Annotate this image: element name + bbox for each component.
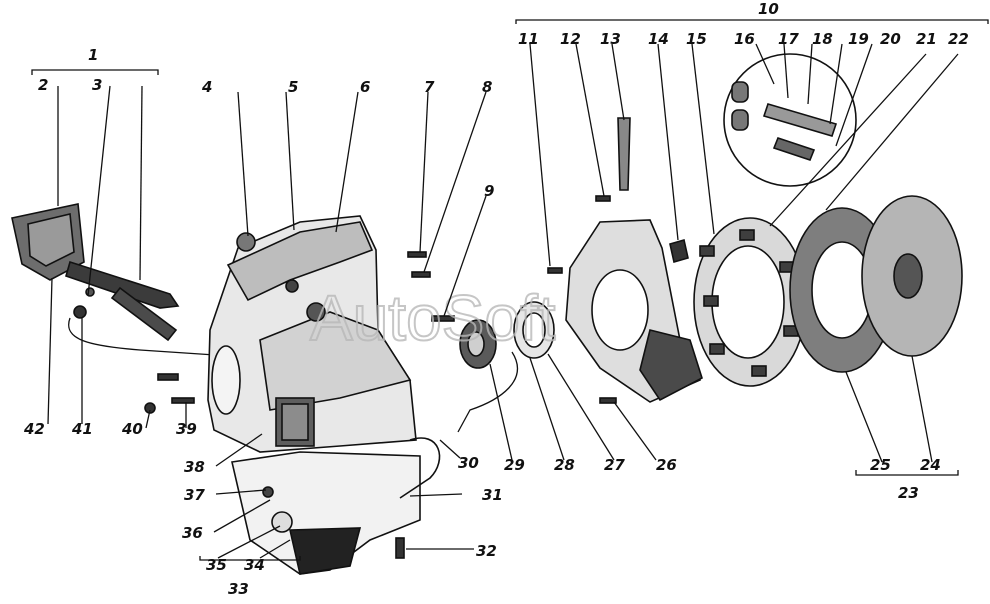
callout-23: 23 xyxy=(898,484,919,502)
fasteners xyxy=(144,117,631,559)
callout-32: 32 xyxy=(476,542,497,560)
callout-25: 25 xyxy=(870,456,891,474)
callout-22: 22 xyxy=(948,30,969,48)
callout-41: 41 xyxy=(71,420,93,438)
driven-disc-pair xyxy=(789,195,963,373)
callout-35: 35 xyxy=(206,556,227,574)
callout-numbers: 1 2 3 4 5 6 7 8 9 10 11 12 13 14 15 16 1… xyxy=(23,0,969,598)
bracket-lines xyxy=(31,19,989,561)
callout-28: 28 xyxy=(554,456,575,474)
callout-4: 4 xyxy=(201,78,212,96)
callout-30: 30 xyxy=(458,454,479,472)
clutch-pedal-assembly xyxy=(11,203,231,357)
callout-40: 40 xyxy=(121,420,143,438)
lower-cover xyxy=(231,437,441,575)
callout-6: 6 xyxy=(360,78,370,96)
callout-12: 12 xyxy=(560,30,581,48)
callout-24: 24 xyxy=(920,456,941,474)
leader-lines xyxy=(47,43,959,559)
callout-21: 21 xyxy=(916,30,937,48)
callout-7: 7 xyxy=(424,78,435,96)
callout-42: 42 xyxy=(23,420,45,438)
callout-17: 17 xyxy=(778,30,799,48)
callout-29: 29 xyxy=(504,456,525,474)
callout-10: 10 xyxy=(758,0,779,18)
callout-26: 26 xyxy=(656,456,677,474)
pressure-plate-housing xyxy=(565,219,703,403)
callout-5: 5 xyxy=(288,78,298,96)
callout-31: 31 xyxy=(482,486,503,504)
clutch-housing xyxy=(207,215,417,453)
release-bearing xyxy=(457,301,555,433)
callout-13: 13 xyxy=(600,30,621,48)
callout-38: 38 xyxy=(184,458,205,476)
callout-19: 19 xyxy=(848,30,869,48)
callout-18: 18 xyxy=(812,30,833,48)
pressure-plate xyxy=(693,217,807,387)
callout-11: 11 xyxy=(518,30,539,48)
watermark-text: AutoSoft xyxy=(310,282,556,354)
callout-37: 37 xyxy=(184,486,205,504)
callout-20: 20 xyxy=(880,30,901,48)
callout-34: 34 xyxy=(244,556,265,574)
callout-9: 9 xyxy=(484,182,494,200)
callout-16: 16 xyxy=(734,30,755,48)
callout-39: 39 xyxy=(176,420,197,438)
lever-detail-inset xyxy=(723,53,857,187)
callout-33: 33 xyxy=(228,580,249,598)
callout-15: 15 xyxy=(686,30,707,48)
callout-2: 2 xyxy=(38,76,48,94)
callout-3: 3 xyxy=(92,76,102,94)
callout-8: 8 xyxy=(482,78,492,96)
callout-1: 1 xyxy=(88,46,98,64)
callout-36: 36 xyxy=(182,524,203,542)
callout-14: 14 xyxy=(648,30,669,48)
callout-27: 27 xyxy=(604,456,625,474)
